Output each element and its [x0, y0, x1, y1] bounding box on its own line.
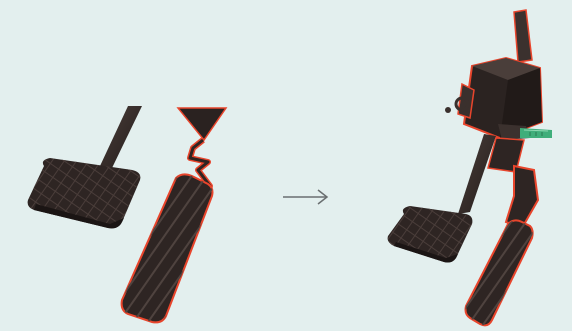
brake-pedal-icon: [388, 206, 473, 263]
accelerator-pedal-icon: [466, 220, 533, 325]
accelerator-pedal-icon: [122, 174, 213, 322]
pedal-arm-icon: [100, 106, 142, 168]
pedal-assembly-icon: [445, 58, 542, 138]
mounting-bracket-icon: [178, 108, 226, 140]
right-arrow-icon: [283, 190, 327, 204]
brake-pedal-icon: [28, 158, 141, 228]
mounting-bracket-icon: [514, 10, 532, 62]
pedal-arm-icon: [458, 134, 496, 214]
left-pedal-group: [28, 106, 226, 322]
sensor-icon: [498, 124, 552, 140]
pedal-arm-icon: [506, 166, 538, 228]
right-pedal-group: [388, 10, 552, 325]
